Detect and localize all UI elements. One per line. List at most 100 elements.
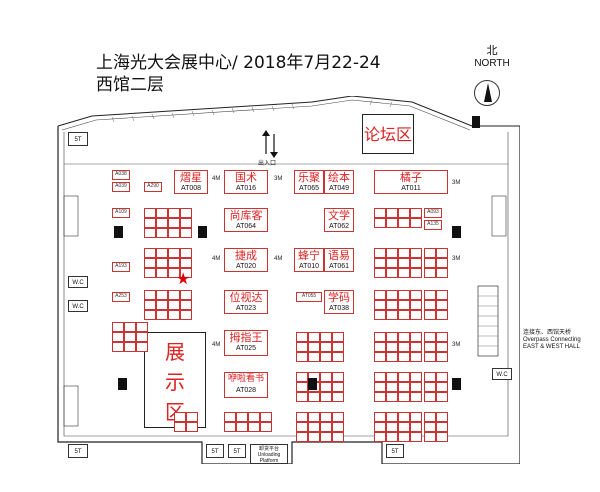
- booth-cell[interactable]: [156, 268, 168, 278]
- booth-cell[interactable]: [260, 422, 272, 432]
- booth-cell[interactable]: [332, 352, 344, 362]
- booth-cell[interactable]: [386, 218, 398, 228]
- small-booth[interactable]: A193: [112, 262, 130, 272]
- booth-cell[interactable]: [424, 372, 436, 382]
- booth-cell[interactable]: [308, 352, 320, 362]
- booth-cell[interactable]: [156, 228, 168, 238]
- booth-cell[interactable]: [374, 422, 386, 432]
- booth-cell[interactable]: [386, 372, 398, 382]
- booth-cell[interactable]: [174, 422, 186, 432]
- booth-cell[interactable]: [124, 342, 136, 352]
- booth-cell[interactable]: [374, 290, 386, 300]
- booth-cell[interactable]: [386, 290, 398, 300]
- booth[interactable]: 文学 AT062: [324, 208, 354, 232]
- booth-cell[interactable]: [296, 382, 308, 392]
- booth-cell[interactable]: [320, 422, 332, 432]
- booth-cell[interactable]: [308, 432, 320, 442]
- booth-cell[interactable]: [436, 422, 448, 432]
- booth[interactable]: 咿啦看书 AT028: [224, 372, 268, 398]
- booth-cell[interactable]: [410, 268, 422, 278]
- booth-cell[interactable]: [374, 268, 386, 278]
- small-booth[interactable]: AT055: [296, 292, 322, 302]
- booth-cell[interactable]: [374, 332, 386, 342]
- booth-cell[interactable]: [410, 432, 422, 442]
- booth-cell[interactable]: [386, 342, 398, 352]
- booth-cell[interactable]: [156, 258, 168, 268]
- booth-cell[interactable]: [168, 208, 180, 218]
- booth-cell[interactable]: [398, 258, 410, 268]
- booth-cell[interactable]: [144, 300, 156, 310]
- booth-cell[interactable]: [144, 218, 156, 228]
- booth-cell[interactable]: [180, 268, 192, 278]
- booth-cell[interactable]: [332, 412, 344, 422]
- booth-cell[interactable]: [386, 332, 398, 342]
- booth-cell[interactable]: [144, 258, 156, 268]
- booth-cell[interactable]: [374, 372, 386, 382]
- booth-cell[interactable]: [386, 208, 398, 218]
- booth-cell[interactable]: [248, 412, 260, 422]
- booth-cell[interactable]: [144, 228, 156, 238]
- booth-cell[interactable]: [436, 310, 448, 320]
- booth-cell[interactable]: [144, 268, 156, 278]
- booth-cell[interactable]: [156, 218, 168, 228]
- booth-cell[interactable]: [410, 342, 422, 352]
- booth-cell[interactable]: [124, 322, 136, 332]
- booth-cell[interactable]: [332, 422, 344, 432]
- booth-cell[interactable]: [410, 352, 422, 362]
- booth-cell[interactable]: [308, 342, 320, 352]
- booth-cell[interactable]: [144, 248, 156, 258]
- booth-cell[interactable]: [398, 300, 410, 310]
- booth-cell[interactable]: [144, 310, 156, 320]
- booth-cell[interactable]: [224, 412, 236, 422]
- booth-cell[interactable]: [386, 432, 398, 442]
- booth-cell[interactable]: [424, 422, 436, 432]
- booth-cell[interactable]: [374, 382, 386, 392]
- booth-cell[interactable]: [386, 412, 398, 422]
- small-booth[interactable]: A253: [112, 292, 130, 302]
- booth-cell[interactable]: [410, 332, 422, 342]
- booth-cell[interactable]: [386, 382, 398, 392]
- booth-cell[interactable]: [410, 422, 422, 432]
- booth-cell[interactable]: [374, 218, 386, 228]
- booth-cell[interactable]: [308, 332, 320, 342]
- booth-cell[interactable]: [374, 352, 386, 362]
- booth-cell[interactable]: [136, 342, 148, 352]
- booth-cell[interactable]: [374, 432, 386, 442]
- booth[interactable]: 捷成 AT020: [224, 248, 268, 272]
- booth-cell[interactable]: [398, 310, 410, 320]
- booth-cell[interactable]: [296, 432, 308, 442]
- booth[interactable]: 蜂宁 AT010: [294, 248, 324, 272]
- booth-cell[interactable]: [436, 248, 448, 258]
- booth-cell[interactable]: [436, 290, 448, 300]
- booth-cell[interactable]: [410, 218, 422, 228]
- forum-area[interactable]: 论坛区: [362, 114, 414, 154]
- booth-cell[interactable]: [296, 372, 308, 382]
- booth-cell[interactable]: [180, 208, 192, 218]
- booth-cell[interactable]: [398, 332, 410, 342]
- small-booth[interactable]: A093: [424, 208, 442, 218]
- booth-cell[interactable]: [124, 332, 136, 342]
- booth-cell[interactable]: [320, 372, 332, 382]
- booth-cell[interactable]: [180, 300, 192, 310]
- booth-cell[interactable]: [180, 218, 192, 228]
- booth[interactable]: 国术 AT016: [224, 170, 268, 194]
- booth-cell[interactable]: [296, 392, 308, 402]
- booth-cell[interactable]: [332, 392, 344, 402]
- booth-cell[interactable]: [424, 310, 436, 320]
- booth-cell[interactable]: [332, 372, 344, 382]
- booth-cell[interactable]: [424, 432, 436, 442]
- booth-cell[interactable]: [410, 258, 422, 268]
- booth[interactable]: 拇指王 AT025: [224, 330, 268, 356]
- booth[interactable]: 学码 AT038: [324, 290, 354, 314]
- booth-cell[interactable]: [374, 300, 386, 310]
- booth-cell[interactable]: [424, 382, 436, 392]
- booth-cell[interactable]: [436, 258, 448, 268]
- booth-cell[interactable]: [410, 290, 422, 300]
- booth-cell[interactable]: [398, 290, 410, 300]
- booth-cell[interactable]: [410, 412, 422, 422]
- booth-cell[interactable]: [186, 422, 198, 432]
- booth-cell[interactable]: [320, 432, 332, 442]
- booth-cell[interactable]: [186, 412, 198, 422]
- booth[interactable]: 语易 AT061: [324, 248, 354, 272]
- booth-cell[interactable]: [436, 412, 448, 422]
